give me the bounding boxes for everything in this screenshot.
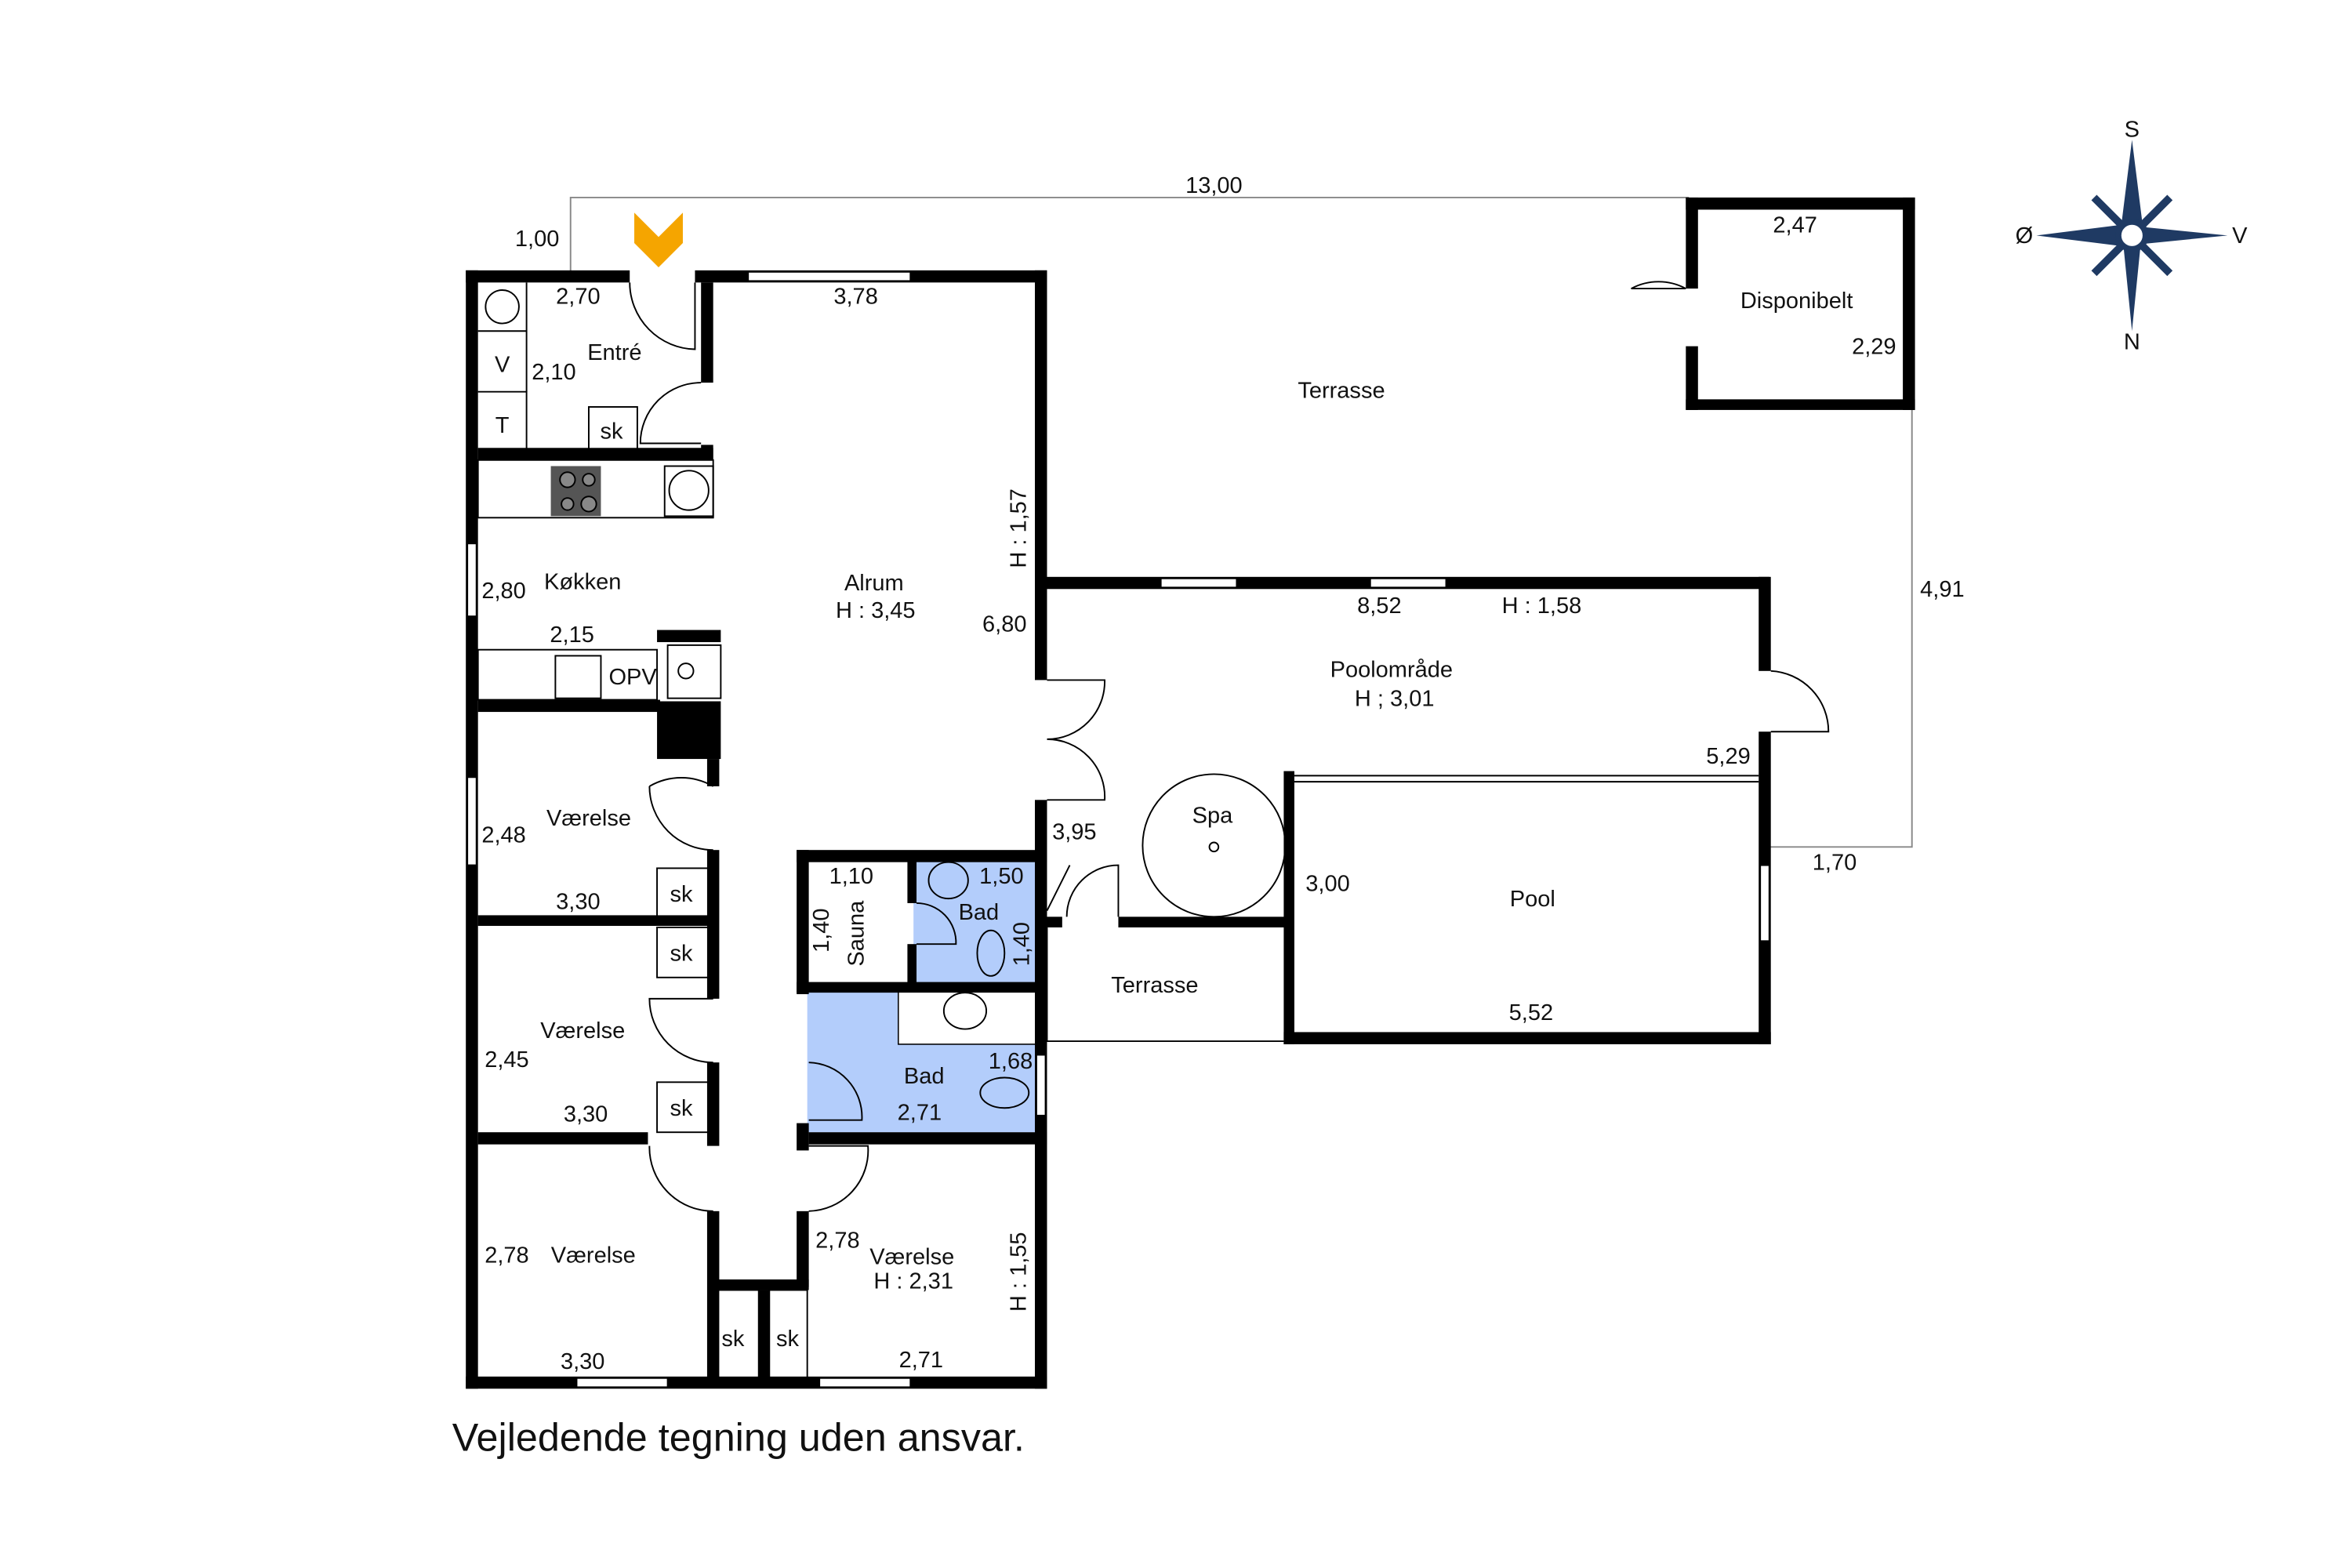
room-terrace-small: Terrasse: [1111, 973, 1198, 998]
thin-lines: [477, 282, 1759, 1379]
room-terrace-main: Terrasse: [1298, 378, 1385, 403]
dim-bad1-w: 1,50: [979, 864, 1023, 889]
room-bad-2: Bad: [904, 1064, 945, 1089]
dim-alrum-w: 3,78: [833, 284, 877, 309]
windows: [466, 270, 1770, 1388]
fixture-sk: sk: [776, 1327, 800, 1352]
dim-pool-area-w: 8,52: [1357, 593, 1401, 619]
dim-sauna-w: 1,10: [829, 864, 873, 889]
dim-lot-side: 1,70: [1813, 850, 1857, 875]
fixture-sk: sk: [670, 1096, 694, 1121]
doors: [629, 281, 1830, 1212]
room-spa: Spa: [1192, 803, 1233, 828]
dim-alrum-ceiling: H : 1,57: [1006, 488, 1031, 568]
dim-room2-w: 3,30: [564, 1102, 608, 1127]
dim-bad2-h: 1,68: [989, 1049, 1033, 1074]
room-vaerelse-3: Værelse: [551, 1243, 636, 1269]
room-vaerelse-4-ceiling: H : 2,31: [873, 1269, 953, 1294]
compass-south: S: [2125, 118, 2140, 143]
room-shed: Disponibelt: [1740, 289, 1853, 314]
room-pool-area: Poolområde: [1330, 658, 1453, 683]
dim-pool-h: 3,00: [1305, 871, 1349, 896]
entrance-marker-icon: [634, 212, 683, 267]
room-entre: Entré: [587, 340, 641, 365]
disclaimer: Vejledende tegning uden ansvar.: [452, 1415, 1025, 1460]
walls: [466, 197, 1915, 1389]
dim-alrum-length: 6,80: [982, 612, 1026, 637]
fixture-sk: sk: [600, 419, 623, 445]
fixture-opv: OPV: [608, 665, 657, 690]
dim-room4-h: 2,78: [815, 1228, 859, 1253]
compass-west: V: [2232, 223, 2248, 249]
room-vaerelse-1: Værelse: [546, 806, 631, 831]
dim-lot-height: 4,91: [1920, 577, 1964, 602]
room-vaerelse-2: Værelse: [540, 1018, 625, 1044]
fixture-sk: sk: [670, 941, 694, 966]
room-pool-area-ceiling: H ; 3,01: [1355, 686, 1435, 711]
dim-lot-offset: 1,00: [515, 227, 559, 252]
fixture-t: T: [495, 413, 510, 438]
dim-room1-h: 2,48: [481, 823, 525, 848]
fixture-sk: sk: [670, 882, 694, 907]
dim-room3-w: 3,30: [561, 1349, 604, 1374]
dim-room3-h: 2,78: [485, 1243, 528, 1269]
dim-kitchen-h: 2,80: [481, 579, 525, 604]
fixture-sk: sk: [721, 1327, 745, 1352]
dimension-labels: 13,00 1,00 4,91 1,70 2,70 2,10 3,78 H : …: [481, 173, 1964, 1374]
compass-east: Ø: [2016, 223, 2034, 249]
room-alrum: Alrum: [844, 571, 904, 596]
dim-entre-w: 2,70: [556, 284, 600, 309]
dim-kitchen-w: 2,15: [550, 622, 593, 648]
dim-shed-h: 2,29: [1852, 334, 1896, 359]
dim-shed-w: 2,47: [1773, 212, 1817, 238]
room-labels: Entré Køkken Alrum H : 3,45 Værelse Være…: [540, 289, 1853, 1294]
lot-lines: [569, 196, 1913, 848]
compass-north: N: [2124, 329, 2140, 354]
dim-room1-w: 3,30: [556, 890, 600, 915]
dim-corridor: 3,95: [1052, 820, 1096, 845]
dim-pool-area-side: 5,29: [1706, 744, 1750, 769]
dim-entre-h: 2,10: [532, 360, 575, 385]
room-bad-1: Bad: [959, 900, 1000, 925]
fixture-labels: V T sk OPV sk sk sk sk sk: [495, 353, 800, 1352]
dim-room4-ceiling: H : 1,55: [1006, 1232, 1031, 1312]
room-pool: Pool: [1510, 887, 1555, 912]
room-kitchen: Køkken: [544, 569, 621, 594]
room-alrum-ceiling: H : 3,45: [836, 598, 916, 623]
dim-pool-area-ceiling: H : 1,58: [1502, 593, 1582, 619]
compass-rose-icon: [2036, 140, 2228, 332]
dim-bad1-h: 1,40: [1009, 922, 1034, 966]
dim-lot-width: 13,00: [1185, 173, 1243, 198]
dim-pool-w: 5,52: [1509, 1000, 1553, 1025]
bathroom-1-floor: [913, 860, 1038, 982]
dim-room4-w: 2,71: [899, 1348, 943, 1373]
dim-sauna-h: 1,40: [809, 909, 834, 953]
fixture-v: V: [495, 353, 510, 378]
dim-bad2-w: 2,71: [898, 1101, 942, 1126]
room-sauna: Sauna: [844, 900, 869, 967]
room-vaerelse-4: Værelse: [869, 1245, 954, 1270]
dim-room2-h: 2,45: [485, 1047, 528, 1073]
